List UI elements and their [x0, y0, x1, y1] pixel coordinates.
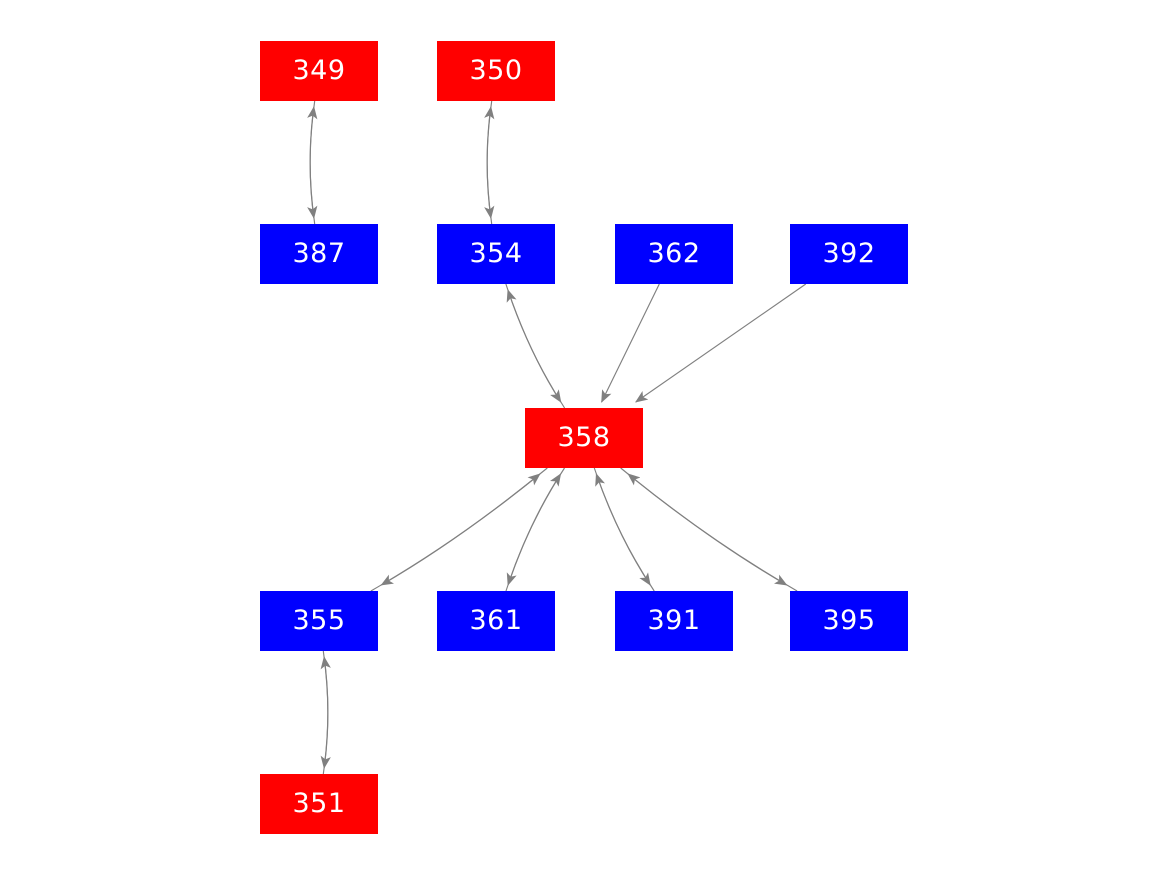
graph-edge-358-to-355 [380, 467, 548, 586]
graph-node-392[interactable]: 392 [790, 224, 908, 284]
graph-edge-351-to-355 [320, 656, 331, 775]
graph-edge-387-to-349 [307, 106, 318, 225]
graph-node-label: 392 [822, 237, 876, 269]
graph-node-label: 355 [292, 604, 346, 636]
graph-node-label: 362 [647, 237, 701, 269]
graph-node-351[interactable]: 351 [260, 774, 378, 834]
graph-node-label: 395 [822, 604, 876, 636]
graph-node-391[interactable]: 391 [615, 591, 733, 651]
graph-edge-358-to-395 [620, 467, 788, 586]
graph-node-395[interactable]: 395 [790, 591, 908, 651]
graph-edge-392-to-358 [635, 283, 807, 403]
graph-node-358[interactable]: 358 [525, 408, 643, 468]
graph-node-label: 358 [557, 421, 611, 453]
graph-node-349[interactable]: 349 [260, 41, 378, 101]
graph-node-355[interactable]: 355 [260, 591, 378, 651]
graph-node-label: 391 [647, 604, 701, 636]
graph-edge-391-to-358 [595, 473, 655, 592]
graph-node-label: 387 [292, 237, 346, 269]
graph-node-354[interactable]: 354 [437, 224, 555, 284]
graph-node-label: 350 [469, 54, 523, 86]
graph-node-label: 354 [469, 237, 523, 269]
graph-node-387[interactable]: 387 [260, 224, 378, 284]
graph-node-label: 349 [292, 54, 346, 86]
graph-edge-355-to-358 [370, 473, 541, 592]
graph-edge-358-to-361 [506, 467, 565, 586]
graph-edge-354-to-350 [484, 106, 495, 225]
graph-node-361[interactable]: 361 [437, 591, 555, 651]
graph-edge-395-to-358 [627, 473, 798, 592]
graph-edge-361-to-358 [505, 473, 562, 592]
graph-node-362[interactable]: 362 [615, 224, 733, 284]
graph-edge-354-to-358 [505, 283, 562, 403]
graph-node-label: 361 [469, 604, 523, 636]
graph-node-label: 351 [292, 787, 346, 819]
graph-edge-362-to-358 [601, 283, 660, 403]
graph-node-350[interactable]: 350 [437, 41, 555, 101]
graph-edge-358-to-354 [506, 289, 566, 409]
